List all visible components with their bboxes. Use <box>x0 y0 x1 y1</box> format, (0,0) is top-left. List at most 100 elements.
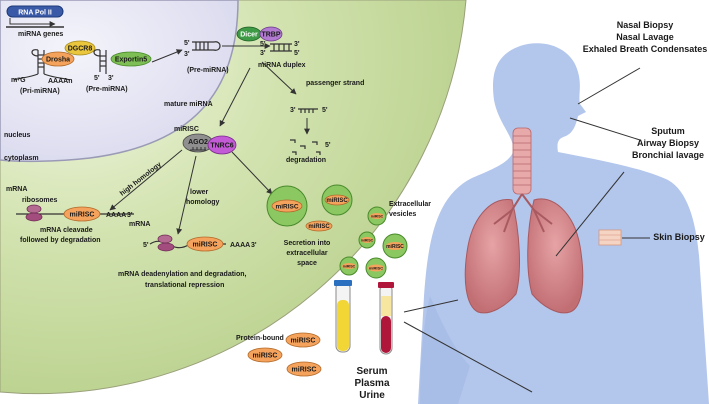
pre-mirna-hairpin-nucleus <box>93 49 107 74</box>
ribosome-2 <box>157 234 175 252</box>
drosha-enzyme <box>41 51 75 67</box>
duplex-5p-right: 5' <box>294 50 300 57</box>
export-arrow <box>151 49 183 63</box>
tnrc6-label: TNRC6 <box>210 143 233 150</box>
dgcr8-enzyme <box>64 40 96 56</box>
mirisc-bound-2 <box>186 236 224 252</box>
pre-mirna-3p: 3' <box>108 75 114 82</box>
cleavage-line-1: mRNA cleavade <box>40 227 93 234</box>
ev-5-mirisc <box>368 264 384 272</box>
aaaan-label: AAAAn <box>48 78 73 85</box>
cyto-pre-mirna-label: (Pre-miRNA) <box>187 67 229 74</box>
cleavage-line-2: followed by degradation <box>20 237 101 244</box>
protein-bound-mirisc-1-label: miRISC <box>291 338 316 345</box>
skin-patch <box>598 229 622 246</box>
secretion-line-1: Secretion into <box>284 240 331 247</box>
secretion-line-3: space <box>297 260 317 267</box>
label-skin-biopsy: Skin Biopsy <box>653 232 705 242</box>
mature-mirna-label: mature miRNA <box>164 101 213 108</box>
mrna-label-2: mRNA <box>129 221 150 228</box>
high-homology-arrow <box>109 149 183 211</box>
ev-4-label: miRISC <box>343 264 356 268</box>
urine-tube <box>334 280 352 353</box>
passenger-5p: 5' <box>322 107 328 114</box>
ev-3-label: miRISC <box>386 244 404 250</box>
tnrc6-protein <box>207 135 237 155</box>
dgcr8-label: DGCR8 <box>68 46 93 53</box>
trbp-enzyme <box>259 26 283 42</box>
nucleus-region <box>0 0 239 163</box>
guide-strand <box>190 147 206 151</box>
ribosome-1 <box>25 204 43 222</box>
label-sputum: Sputum <box>651 126 685 136</box>
ev-5-label: miRISC <box>369 266 383 271</box>
label-bronchial-lavage: Bronchial lavage <box>632 150 704 160</box>
mrna-label-1: mRNA <box>6 186 27 193</box>
passenger-3p: 3' <box>290 107 296 114</box>
mirna-genes-label: miRNA genes <box>18 31 63 38</box>
aaaa-3p-1: 3' <box>127 212 133 219</box>
label-plasma: Plasma <box>354 378 389 389</box>
drosha-label: Drosha <box>46 57 70 64</box>
free-mirisc-cell <box>305 220 333 232</box>
duplex-3p-right: 3' <box>294 41 300 48</box>
lower-homology-1: lower <box>190 189 209 196</box>
ribosomes-label: ribosomes <box>22 197 58 204</box>
label-exhaled-breath: Exhaled Breath Condensates <box>583 44 708 54</box>
passenger-strand <box>298 108 318 113</box>
label-nasal-biopsy: Nasal Biopsy <box>617 20 674 30</box>
protein-bound-mirisc-1 <box>285 332 321 348</box>
trbp-label: TRBP <box>261 32 280 39</box>
lower-homology-arrow <box>176 155 197 235</box>
ev-1-mirisc <box>370 213 384 219</box>
callout-lines <box>403 67 650 393</box>
pre-mirna-5p: 5' <box>94 75 100 82</box>
deadenylation-line-1: mRNA deadenylation and degradation, <box>118 271 247 278</box>
mirisc-label: miRISC <box>174 126 199 133</box>
label-serum: Serum <box>356 366 387 377</box>
rna-pol-badge: RNA Pol II <box>6 5 64 18</box>
duplex-5p: 5' <box>260 41 266 48</box>
rna-pol-label: RNA Pol II <box>18 10 52 17</box>
secretion-line-2: extracellular <box>286 250 328 257</box>
protein-bound-mirisc-2-label: miRISC <box>253 353 278 360</box>
ago2-label: AGO2 <box>188 139 208 146</box>
protein-bound-mirisc-3 <box>286 361 322 377</box>
pre-mirna-label-nucleus: (Pre-miRNA) <box>86 86 128 93</box>
mirisc-bound-1-label: miRISC <box>70 212 95 219</box>
pre-mirna-hairpin-cytoplasm <box>192 41 221 51</box>
mrna-2-5p: 5' <box>143 242 149 249</box>
passenger-strand-label: passenger strand <box>306 80 364 87</box>
degradation-fragments <box>290 139 321 155</box>
degradation-label: degradation <box>286 157 326 164</box>
mirisc-bound-2-label: miRISC <box>193 242 218 249</box>
trachea <box>512 127 532 195</box>
vesicle-2-mirisc <box>324 194 350 206</box>
ev-1-label: miRISC <box>371 214 384 218</box>
pri-mirna-hairpin <box>13 49 71 81</box>
protein-bound-mirisc-2 <box>247 347 283 363</box>
ev-2-label: miRISC <box>361 238 374 242</box>
protein-bound-mirisc-3-label: miRISC <box>292 367 317 374</box>
vesicle-2-label: miRISC <box>326 198 348 204</box>
degradation-5p: 5' <box>325 142 331 149</box>
m7g-label: m⁷G <box>11 77 26 84</box>
exportin5-label: Exportin5 <box>115 57 147 64</box>
pri-mirna-label: (Pri-miRNA) <box>20 88 60 95</box>
nucleus-label: nucleus <box>4 132 31 139</box>
cytoplasm-label: cytoplasm <box>4 155 39 162</box>
aaaa-3p-2: 3' <box>251 242 257 249</box>
blood-tube <box>378 282 394 355</box>
mirisc-bound-1 <box>63 206 101 222</box>
aaaa-label-1: AAAA <box>106 212 126 219</box>
mature-arrow <box>219 67 251 127</box>
sample-labels-blood: Serum Plasma Urine <box>354 366 389 401</box>
transcription-arrow <box>9 18 56 27</box>
exportin5 <box>110 51 152 67</box>
lower-homology-2: homology <box>186 199 220 206</box>
dicer-label: Dicer <box>240 32 258 39</box>
aaaa-label-2: AAAA <box>230 242 250 249</box>
cyto-pre-3p: 3' <box>184 51 190 58</box>
free-mirisc-cell-label: miRISC <box>308 224 330 230</box>
